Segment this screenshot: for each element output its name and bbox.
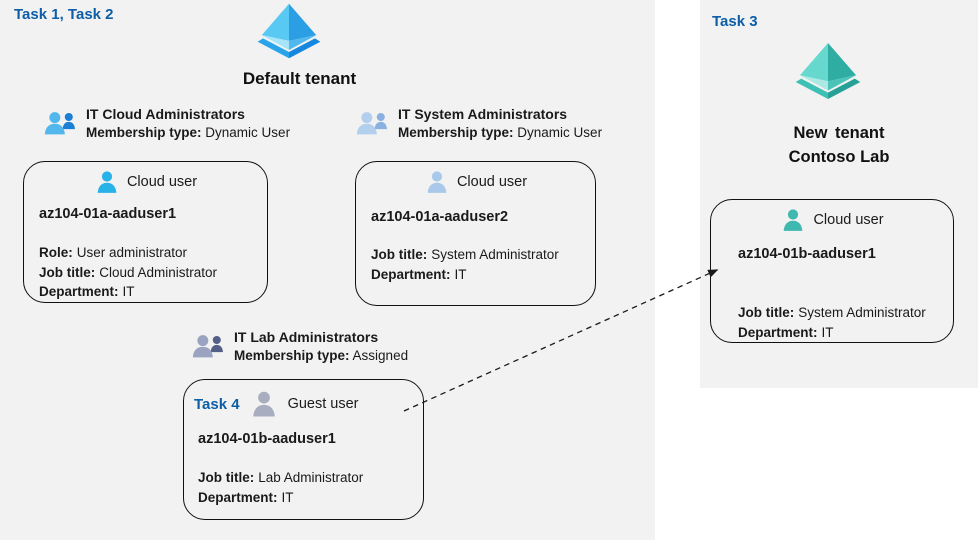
user-name: az104-01a-aaduser1 <box>39 206 177 222</box>
group-text: IT Cloud Administrators Membership type:… <box>86 106 290 140</box>
card-header: Task 4 Guest user <box>184 380 423 419</box>
user-name: az104-01a-aaduser2 <box>371 209 509 225</box>
field-label: Department: <box>738 324 818 340</box>
user-card-az104-01a-aaduser1: Cloud user az104-01a-aaduser1 Role:User … <box>23 161 268 303</box>
user-fields: Job title:System Administrator Departmen… <box>738 303 953 342</box>
task-4-label: Task 4 <box>194 395 240 413</box>
membership-value: Dynamic User <box>205 125 291 140</box>
field-job-title: Job title:System Administrator <box>738 303 953 323</box>
group-membership: Membership type: Dynamic User <box>398 125 602 140</box>
field-value: System Administrator <box>431 247 559 262</box>
field-job-title: Job title:Lab Administrator <box>198 468 423 488</box>
field-value: IT <box>122 284 135 299</box>
user-type-label: Cloud user <box>456 174 528 190</box>
group-name: IT Lab Administrators <box>234 329 379 345</box>
user-type-label: Cloud user <box>126 174 198 190</box>
group-name: IT Cloud Administrators <box>86 106 245 122</box>
new-tenant-title-line1: New tenant <box>793 124 885 142</box>
card-header: Cloud user <box>356 162 595 195</box>
user-fields: Role:User administrator Job title:Cloud … <box>39 243 267 302</box>
user-name: az104-01b-aaduser1 <box>738 246 876 262</box>
field-label: Department: <box>198 489 278 505</box>
membership-label: Membership type: <box>398 125 514 140</box>
new-tenant-title-line2: Contoso Lab <box>788 148 890 166</box>
azure-ad-new-tenant-icon <box>795 42 861 100</box>
field-value: Cloud Administrator <box>99 264 218 280</box>
field-value: IT <box>454 266 467 282</box>
group-it-system-administrators: IT System Administrators Membership type… <box>353 106 602 140</box>
field-value: User administrator <box>76 245 188 260</box>
field-department: Department:IT <box>371 265 595 285</box>
group-membership: Membership type: Dynamic User <box>86 125 290 140</box>
user-type-label: Cloud user <box>813 212 884 228</box>
user-fields: Job title:System Administrator Departmen… <box>371 245 595 284</box>
cloud-user-icon <box>427 171 447 193</box>
guest-user-card-az104-01b-aaduser1: Task 4 Guest user az104-01b-aaduser1 Job… <box>183 379 424 520</box>
group-it-cloud-administrators: IT Cloud Administrators Membership type:… <box>41 106 290 140</box>
membership-value: Assigned <box>352 348 409 363</box>
default-tenant-title: Default tenant <box>242 69 357 88</box>
field-value: System Administrator <box>798 305 926 320</box>
group-icon <box>356 111 387 134</box>
group-icon <box>44 111 75 134</box>
field-department: Department:IT <box>738 323 953 343</box>
field-department: Department:IT <box>39 282 267 302</box>
field-value: IT <box>281 489 294 505</box>
membership-label: Membership type: <box>86 125 202 140</box>
user-name: az104-01b-aaduser1 <box>198 431 336 447</box>
user-card-new-tenant-az104-01b-aaduser1: Cloud user az104-01b-aaduser1 Job title:… <box>710 199 954 343</box>
field-label: Job title: <box>198 470 255 485</box>
group-membership: Membership type: Assigned <box>234 348 408 363</box>
group-it-lab-administrators: IT Lab Administrators Membership type: A… <box>189 329 408 363</box>
group-text: IT Lab Administrators Membership type: A… <box>234 329 408 363</box>
task-1-2-label: Task 1, Task 2 <box>14 6 114 23</box>
cloud-user-icon <box>97 171 117 193</box>
field-job-title: Job title:System Administrator <box>371 245 595 265</box>
field-department: Department:IT <box>198 488 423 508</box>
group-text: IT System Administrators Membership type… <box>398 106 602 140</box>
card-header: Cloud user <box>24 162 267 195</box>
azure-ad-tenant-icon <box>257 3 321 59</box>
cloud-user-icon <box>784 209 803 231</box>
card-header: Cloud user <box>711 200 953 233</box>
field-label: Department: <box>39 284 119 299</box>
field-value: Lab Administrator <box>258 470 364 485</box>
user-type-label: Guest user <box>287 396 359 412</box>
task-3-label: Task 3 <box>712 13 758 30</box>
membership-label: Membership type: <box>234 348 350 363</box>
field-label: Job title: <box>738 305 795 320</box>
field-label: Role: <box>39 245 73 260</box>
group-name: IT System Administrators <box>398 106 568 122</box>
field-job-title: Job title:Cloud Administrator <box>39 263 267 283</box>
user-card-az104-01a-aaduser2: Cloud user az104-01a-aaduser2 Job title:… <box>355 161 596 306</box>
field-label: Job title: <box>39 264 96 280</box>
field-value: IT <box>821 324 834 340</box>
group-icon <box>192 334 223 357</box>
user-fields: Job title:Lab Administrator Department:I… <box>198 468 423 507</box>
field-label: Department: <box>371 266 451 282</box>
field-role: Role:User administrator <box>39 243 267 263</box>
guest-user-icon <box>252 391 275 417</box>
membership-value: Dynamic User <box>517 125 603 140</box>
field-label: Job title: <box>371 247 428 262</box>
